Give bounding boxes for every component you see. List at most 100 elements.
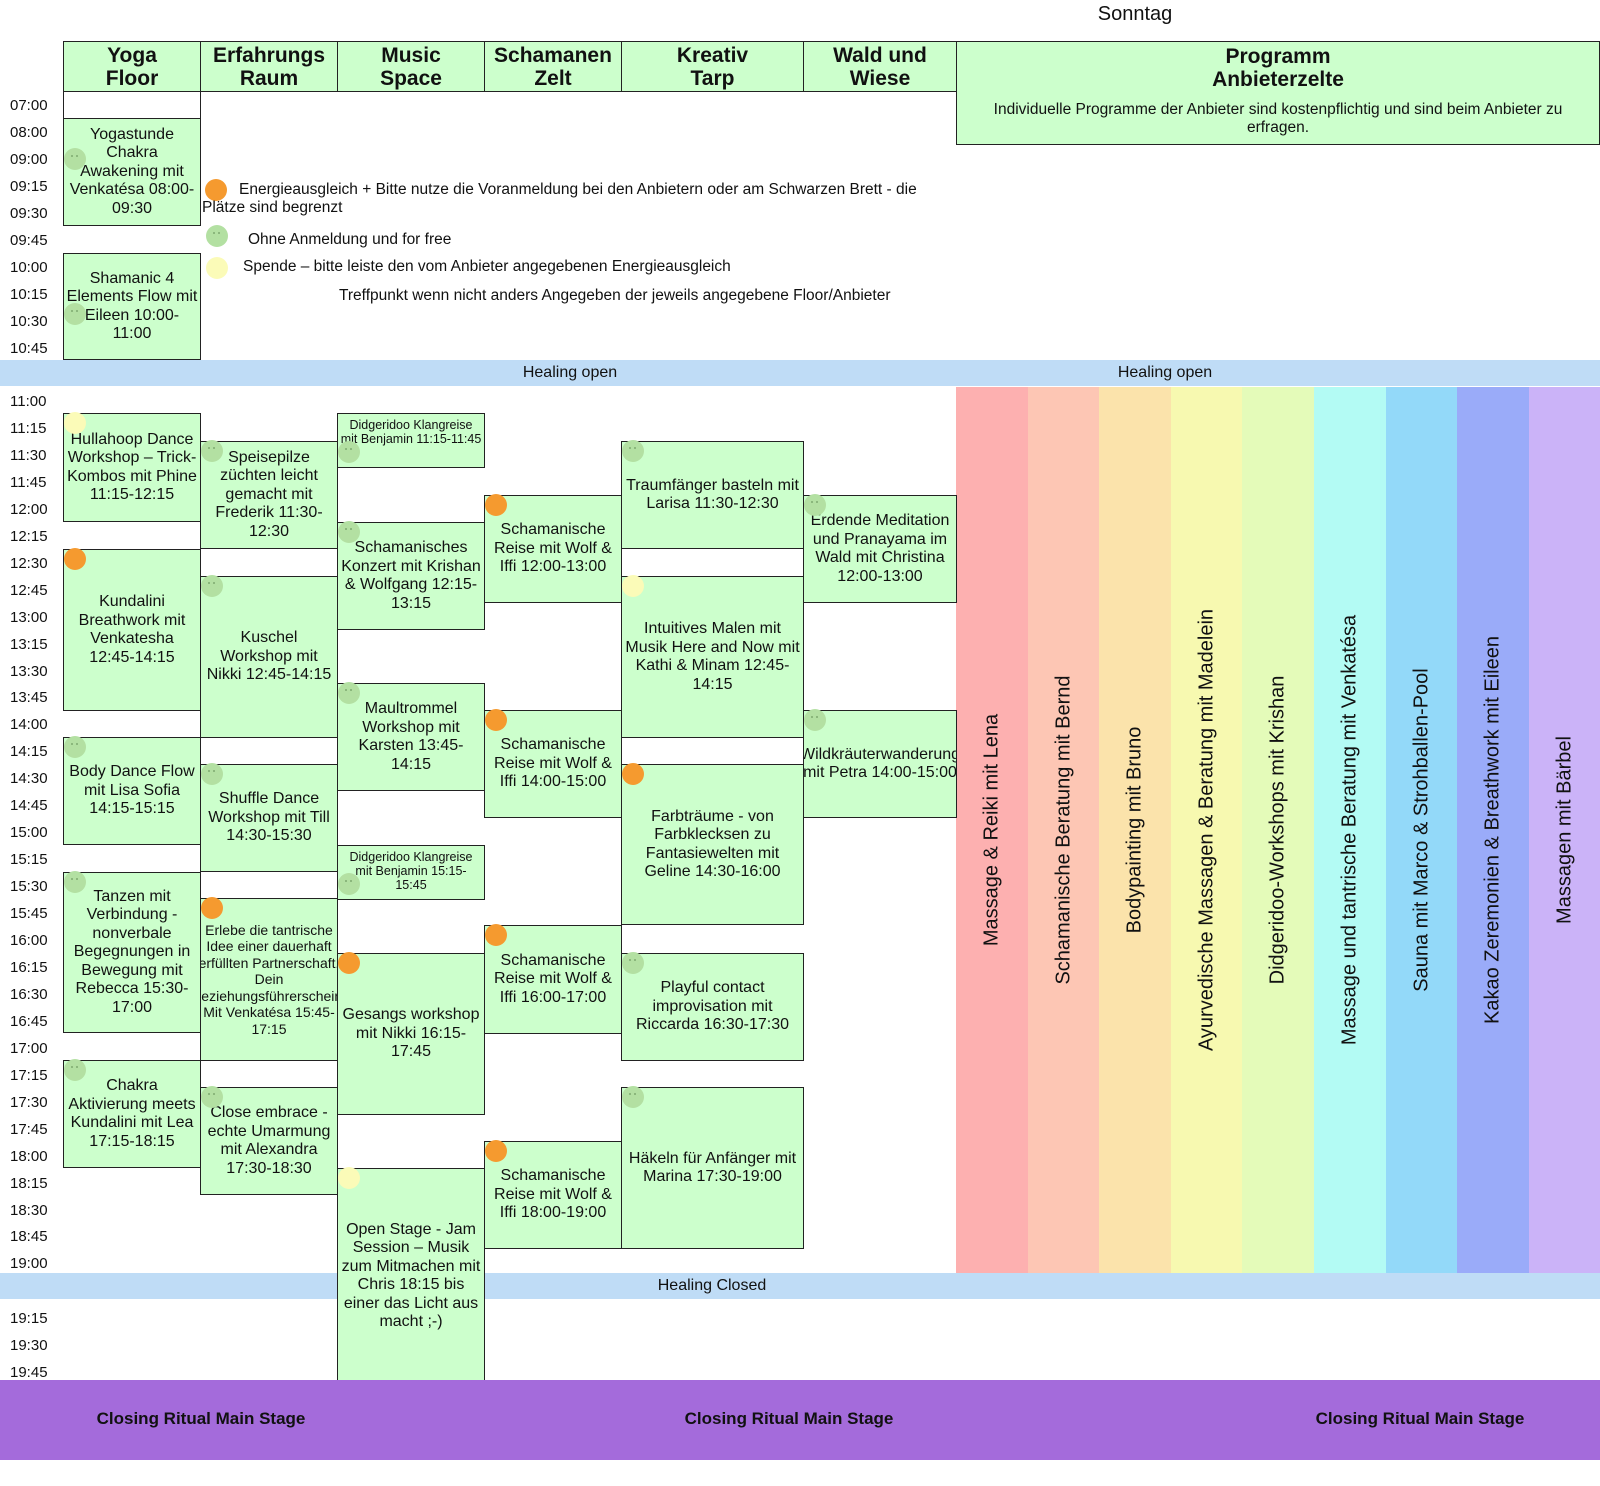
provider-column: Bodypainting mit Bruno xyxy=(1099,387,1172,1273)
provider-column: Kakao Zeremonien & Breathwork mit Eileen xyxy=(1457,387,1530,1273)
closing-ritual-label: Closing Ritual Main Stage xyxy=(1315,1409,1525,1428)
donation-legend-dot xyxy=(206,257,228,279)
free-dot-icon xyxy=(338,521,360,543)
time-label: 19:00 xyxy=(10,1255,48,1273)
healing-open-label: Healing open xyxy=(522,364,618,381)
provider-label: Massage & Reiki mit Lena xyxy=(980,713,1003,947)
time-label: 10:15 xyxy=(10,286,48,303)
time-label: 19:45 xyxy=(10,1364,48,1381)
event-text: Schamanische Reise mit Wolf & Iffi 18:00… xyxy=(494,1167,612,1222)
event-text: Kuschel Workshop mit Nikki 12:45-14:15 xyxy=(206,629,332,684)
closing-ritual-band: Closing Ritual Main Stage Closing Ritual… xyxy=(0,1380,1600,1460)
event-slot: Speisepilze züchten leicht gemacht mit F… xyxy=(200,441,338,549)
event-slot: Traumfänger basteln mit Larisa 11:30-12:… xyxy=(621,441,804,549)
event-slot: Shuffle Dance Workshop mit Till 14:30-15… xyxy=(200,764,338,872)
day-title: Sonntag xyxy=(1097,3,1173,25)
legend-donation: Spende – bitte leiste den vom Anbieter a… xyxy=(243,258,731,275)
free-dot-icon xyxy=(64,736,86,758)
time-label: 13:30 xyxy=(10,662,48,680)
event-text: Kundalini Breathwork mit Venkatesha 12:4… xyxy=(78,593,186,666)
time-label: 13:45 xyxy=(10,689,48,707)
free-dot-icon xyxy=(338,441,360,463)
healing-open-band: Healing open Healing open xyxy=(0,360,1600,386)
program-title: Programm Anbieterzelte xyxy=(1212,45,1344,91)
free-dot-icon xyxy=(201,575,223,597)
legend-meeting-point: Treffpunkt wenn nicht anders Angegeben d… xyxy=(339,287,891,304)
legend-energy: Energieausgleich + Bitte nutze die Voran… xyxy=(202,181,917,216)
event-slot: Open Stage - Jam Session – Musik zum Mit… xyxy=(337,1168,485,1384)
time-label: 14:00 xyxy=(10,716,48,734)
provider-label: Massagen mit Bärbel xyxy=(1553,736,1576,924)
time-label: 18:00 xyxy=(10,1147,48,1165)
energy-dot-icon xyxy=(338,952,360,974)
event-text: Body Dance Flow mit Lisa Sofia 14:15-15:… xyxy=(69,763,195,818)
event-text: Schamanische Reise mit Wolf & Iffi 14:00… xyxy=(494,736,612,791)
provider-label: Sauna mit Marco & Strohballen-Pool xyxy=(1410,668,1433,992)
free-dot-icon xyxy=(64,303,86,325)
time-label: 09:15 xyxy=(10,178,48,195)
program-note: Individuelle Programme der Anbieter sind… xyxy=(993,101,1563,136)
time-label: 16:45 xyxy=(10,1012,48,1030)
time-label: 17:30 xyxy=(10,1093,48,1111)
event-slot: Intuitives Malen mit Musik Here and Now … xyxy=(621,576,804,738)
time-label: 11:30 xyxy=(10,446,47,464)
healing-open-label: Healing open xyxy=(1117,364,1213,381)
time-label: 16:00 xyxy=(10,932,48,949)
free-dot-icon xyxy=(201,1086,223,1108)
event-text: Close embrace - echte Umarmung mit Alexa… xyxy=(207,1104,331,1177)
event-text: Yogastunde Chakra Awakening mit Venkatés… xyxy=(69,125,195,217)
time-label: 18:30 xyxy=(10,1201,48,1219)
time-label: 11:45 xyxy=(10,473,47,491)
header-erfahrungs-raum: Erfahrungs Raum xyxy=(200,41,338,92)
event-slot: Schamanische Reise mit Wolf & Iffi 14:00… xyxy=(484,710,622,818)
event-slot: Schamanische Reise mit Wolf & Iffi 12:00… xyxy=(484,495,622,603)
event-slot: Playful contact improvisation mit Riccar… xyxy=(621,953,804,1061)
event-text: Shuffle Dance Workshop mit Till 14:30-15… xyxy=(208,790,330,845)
legend-free: Ohne Anmeldung und for free xyxy=(248,231,452,248)
time-label: 15:45 xyxy=(10,905,48,923)
provider-label: Ayurvedische Massagen & Beratung mit Mad… xyxy=(1195,608,1218,1052)
closing-ritual-label: Closing Ritual Main Stage xyxy=(684,1409,894,1428)
event-text: Open Stage - Jam Session – Musik zum Mit… xyxy=(341,1220,481,1331)
event-text: Chakra Aktivierung meets Kundalini mit L… xyxy=(68,1077,196,1150)
empty-slot xyxy=(63,91,201,119)
event-slot: Maultrommel Workshop mit Karsten 13:45-1… xyxy=(337,683,485,791)
provider-column: Didgeridoo-Workshops mit Krishan xyxy=(1242,387,1315,1273)
donation-dot-icon xyxy=(338,1167,360,1189)
time-label: 18:45 xyxy=(10,1228,48,1246)
event-text: Farbträume - von Farbklecksen zu Fantasi… xyxy=(644,807,781,881)
event-text: Schamanisches Konzert mit Krishan & Wolf… xyxy=(341,539,481,612)
time-label: 14:45 xyxy=(10,797,48,815)
event-slot: Schamanische Reise mit Wolf & Iffi 16:00… xyxy=(484,925,622,1034)
free-dot-icon xyxy=(622,440,644,462)
event-text: Shamanic 4 Elements Flow mit Eileen 10:0… xyxy=(66,269,198,343)
energy-dot-icon xyxy=(201,897,223,919)
time-label: 09:00 xyxy=(10,151,48,168)
event-slot: Häkeln für Anfänger mit Marina 17:30-19:… xyxy=(621,1087,804,1249)
free-dot-icon xyxy=(622,952,644,974)
time-label: 15:15 xyxy=(10,851,48,869)
provider-column: Ayurvedische Massagen & Beratung mit Mad… xyxy=(1170,387,1243,1273)
header-kreativ-tarp: Kreativ Tarp xyxy=(621,41,804,92)
time-label: 12:15 xyxy=(10,527,48,545)
free-dot-icon xyxy=(622,1086,644,1108)
donation-dot-icon xyxy=(64,412,86,434)
provider-column: Massage und tantrische Beratung mit Venk… xyxy=(1314,387,1386,1273)
energy-dot-icon xyxy=(622,763,644,785)
header-music-space: Music Space xyxy=(337,41,485,92)
event-slot: Schamanische Reise mit Wolf & Iffi 18:00… xyxy=(484,1141,622,1249)
free-dot-icon xyxy=(64,871,86,893)
event-text: Intuitives Malen mit Musik Here and Now … xyxy=(625,620,800,693)
free-dot-icon xyxy=(64,1059,86,1081)
free-dot-icon xyxy=(201,763,223,785)
event-slot: Didgeridoo Klangreise mit Benjamin 15:15… xyxy=(337,845,485,900)
event-slot: Wildkräuterwanderung mit Petra 14:00-15:… xyxy=(803,710,957,818)
time-label: 14:30 xyxy=(10,770,48,788)
event-text: Didgeridoo Klangreise mit Benjamin 11:15… xyxy=(340,418,482,446)
time-label: 16:30 xyxy=(10,985,48,1003)
event-text: Häkeln für Anfänger mit Marina 17:30-19:… xyxy=(628,1149,797,1186)
energy-dot-icon xyxy=(485,1140,507,1162)
time-label: 16:15 xyxy=(10,958,48,976)
event-slot: Shamanic 4 Elements Flow mit Eileen 10:0… xyxy=(63,253,201,360)
event-slot: Erlebe die tantrische Idee einer dauerha… xyxy=(200,898,338,1061)
